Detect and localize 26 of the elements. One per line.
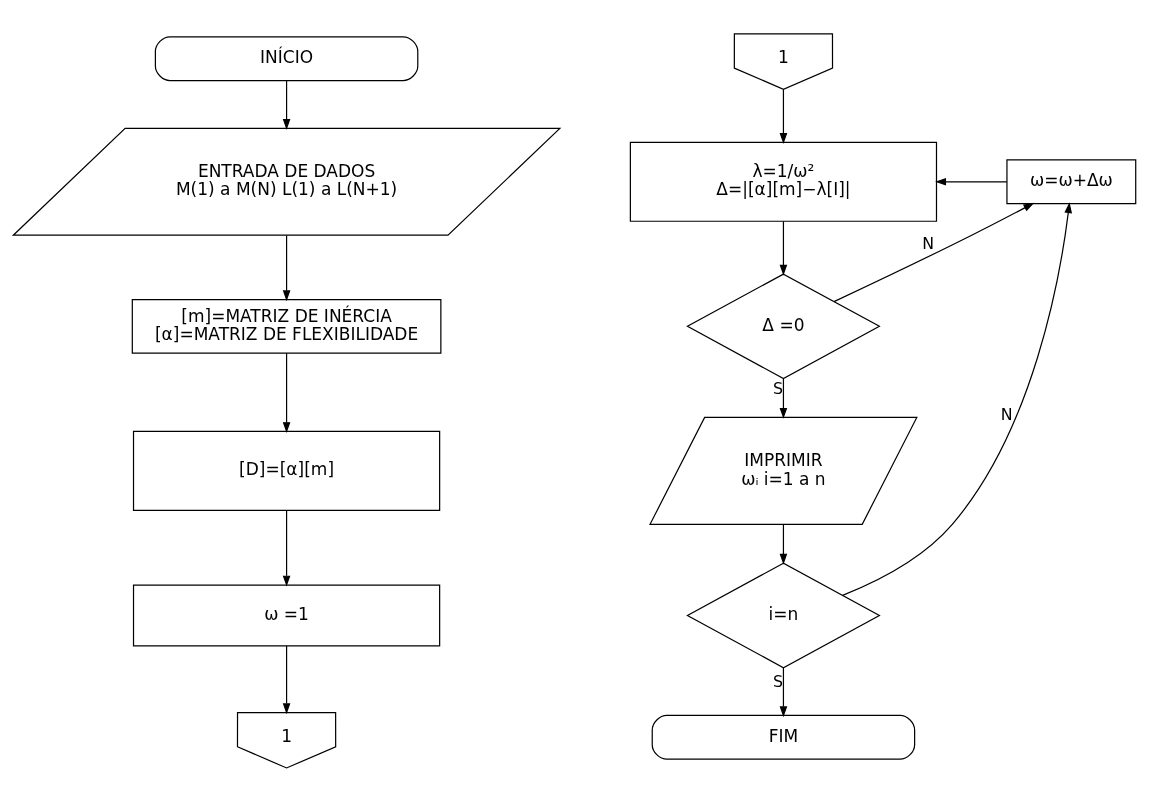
arrow: [935, 177, 1008, 186]
arrow: [779, 667, 788, 718]
arrow: [779, 524, 788, 565]
arrow: [282, 509, 291, 587]
arrow: [779, 378, 788, 419]
arrow: [282, 234, 291, 302]
arrow: [779, 88, 788, 145]
node-box: ω=ω+Δω: [1006, 159, 1137, 205]
node-box: FIM: [651, 714, 916, 760]
arrow: [282, 645, 291, 715]
edge-label: N: [922, 234, 935, 254]
node-box: [m]=MATRIZ DE INÉRCIA [α]=MATRIZ DE FLEXIBILIDADE: [131, 299, 442, 354]
node-box: INÍCIO: [154, 36, 419, 82]
node-box: λ=1/ω² Δ=|[α][m]−λ[I]|: [629, 141, 938, 222]
node-box: ω =1: [132, 584, 441, 647]
edge-label: S: [772, 378, 783, 398]
arrow: [779, 220, 788, 276]
edge-label: N: [1000, 405, 1013, 425]
node-box: [D]=[α][m]: [132, 430, 441, 511]
arrow: [833, 202, 1035, 303]
arrow: [282, 352, 291, 434]
node-diamond: i=n: [686, 562, 881, 669]
edge-label: S: [772, 672, 783, 692]
node-diamond: Δ =0: [686, 273, 881, 380]
arrow: [282, 80, 291, 130]
arrow: [842, 202, 1073, 596]
